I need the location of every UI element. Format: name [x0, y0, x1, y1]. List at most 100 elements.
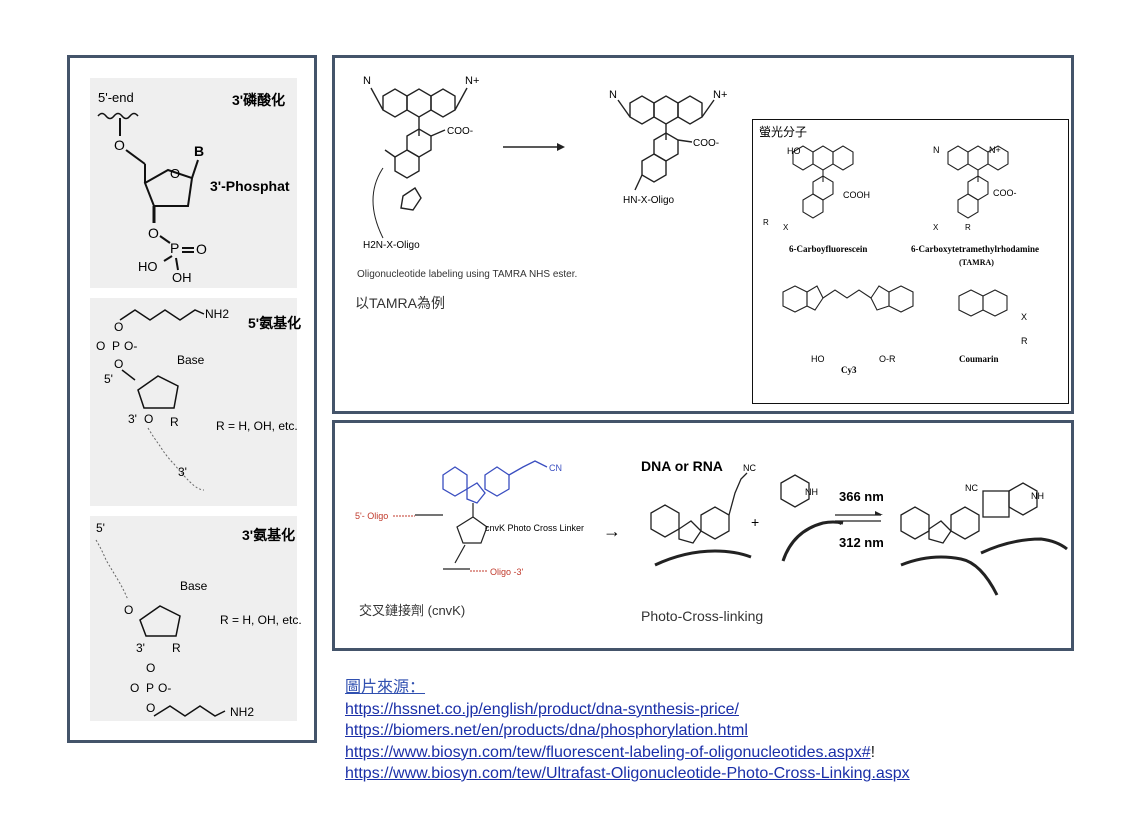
tamra-x: X — [933, 223, 939, 232]
wavelength-366: 366 nm — [839, 489, 884, 504]
cy3-or: O-R — [879, 354, 896, 364]
panel-3-amino: 5' 3'氨基化 O Base R = H, OH, etc. 3' R O O… — [90, 516, 302, 721]
panel-5-amino: NH2 5'氨基化 O O P O- O 5' Base 3' R R = H,… — [90, 298, 301, 506]
r-label: R — [172, 641, 181, 655]
reactant-n-left: N — [363, 75, 371, 87]
pos3-label: 3' — [136, 641, 145, 655]
source-link-2[interactable]: https://biomers.net/en/products/dna/phos… — [345, 722, 748, 739]
base-label: B — [194, 143, 204, 159]
reaction-caption: Oligonucleotide labeling using TAMRA NHS… — [357, 269, 577, 280]
reactant-coo: COO- — [447, 126, 473, 137]
phosphorylation-title: 3'磷酸化 — [232, 92, 285, 108]
product-nh: NH — [1031, 491, 1044, 501]
plus-sign: + — [751, 514, 759, 530]
oligo3-label: Oligo -3' — [490, 567, 524, 577]
tamra-coo: COO- — [993, 188, 1017, 198]
pos5-label: 5' — [96, 521, 105, 535]
coumarin-name: Coumarin — [959, 354, 999, 364]
o-eq: O — [130, 681, 139, 695]
o-top: O — [114, 320, 123, 334]
o-label: O — [114, 137, 125, 153]
coumarin-r: R — [1021, 336, 1028, 346]
fam-x: X — [783, 223, 789, 232]
tamra-r: R — [965, 223, 971, 232]
o3: O — [144, 412, 153, 426]
source-link-1[interactable]: https://hssnet.co.jp/english/product/dna… — [345, 700, 739, 718]
base-label: Base — [180, 579, 208, 593]
cy3-ho: HO — [811, 354, 825, 364]
phosphate-label: 3'-Phosphat — [210, 178, 290, 194]
panel-3-phosphorylation: 5'-end 3'磷酸化 O O B 3'-Phosphat O P O HO … — [90, 78, 297, 288]
tamra-name: 6-Carboxytetramethylrhodamine — [911, 244, 1039, 254]
r-definition: R = H, OH, etc. — [220, 613, 302, 627]
sources-heading: 圖片來源： — [345, 677, 426, 696]
fluorophore-box: 螢光分子 HO — [752, 119, 1069, 404]
o-minus: O- — [158, 681, 171, 695]
o5: O — [124, 603, 133, 617]
crosslink-reaction: CN 5'- Oligo Oligo -3' cnvK Photo Cross … — [355, 458, 1068, 624]
cnvk-structure — [442, 460, 548, 504]
sources-block: 圖片來源： https://hssnet.co.jp/english/produ… — [345, 676, 910, 785]
product-structure — [617, 95, 715, 191]
trailing-mark: ! — [870, 743, 876, 761]
tamra-n-plus: N+ — [989, 145, 1001, 155]
product-amide: HN-X-Oligo — [623, 195, 675, 206]
end-label: 5'-end — [98, 90, 134, 105]
end3-label: 3' — [178, 465, 187, 479]
product-n-plus: N+ — [713, 89, 727, 101]
amino5-title: 5'氨基化 — [248, 315, 301, 331]
o-bottom: O — [114, 357, 123, 371]
product-nc: NC — [965, 483, 978, 493]
product-n-left: N — [609, 89, 617, 101]
dna-rna-label: DNA or RNA — [641, 458, 723, 474]
fam-ho: HO — [787, 146, 801, 156]
fam-cooh: COOH — [843, 190, 870, 200]
tamra-panel: N N+ COO- H2N-X-Oligo N N+ COO- HN-X-Oli… — [332, 55, 1074, 414]
cnvk-cn: CN — [549, 463, 562, 473]
reactant-n-plus: N+ — [465, 75, 479, 87]
amino3-structure: 5' 3'氨基化 O Base R = H, OH, etc. 3' R O O… — [95, 521, 302, 719]
amino5-structure: NH2 5'氨基化 O O P O- O 5' Base 3' R R = H,… — [96, 307, 301, 491]
o-bottom: O — [146, 701, 155, 715]
phosphate-structure: 5'-end 3'磷酸化 O O B 3'-Phosphat O P O HO … — [97, 90, 290, 285]
linker-label: cnvK Photo Cross Linker — [485, 523, 584, 533]
reaction-arrow: → — [603, 521, 621, 541]
nh2-label: NH2 — [205, 307, 229, 321]
product-coo: COO- — [693, 138, 719, 149]
p-label: P — [170, 240, 179, 256]
left-panel: 5'-end 3'磷酸化 O O B 3'-Phosphat O P O HO … — [67, 55, 317, 743]
pos5-label: 5' — [104, 372, 113, 386]
fluorophore-title: 螢光分子 — [759, 125, 807, 139]
r-label: R — [170, 415, 179, 429]
o-minus: O- — [124, 339, 137, 353]
p-double-o: O — [196, 241, 207, 257]
oh-label: OH — [172, 270, 192, 285]
oligo5-label: 5'- Oligo — [355, 511, 388, 521]
o3-label: O — [148, 225, 159, 241]
cnvk-reagent-name: 交叉鏈接劑 (cnvK) — [359, 603, 465, 618]
thymine-nh: NH — [805, 487, 818, 497]
fluorophore-structures: 螢光分子 HO — [759, 125, 1039, 375]
tamra-example-label: 以TAMRA為例 — [355, 295, 445, 311]
fam-r: R — [763, 218, 769, 227]
fam-name: 6-Carboyfluorescein — [789, 244, 867, 254]
o-eq: O — [96, 339, 105, 353]
base-label: Base — [177, 353, 205, 367]
r-definition: R = H, OH, etc. — [216, 419, 298, 433]
ring-o: O — [170, 166, 180, 181]
crosslink-panel: CN 5'- Oligo Oligo -3' cnvK Photo Cross … — [332, 420, 1074, 651]
coumarin-x: X — [1021, 312, 1027, 322]
oligo-amine: H2N-X-Oligo — [363, 240, 420, 251]
source-link-3[interactable]: https://www.biosyn.com/tew/fluorescent-l… — [345, 743, 871, 761]
pos3-label: 3' — [128, 412, 137, 426]
amino3-title: 3'氨基化 — [242, 527, 295, 543]
dna-nc: NC — [743, 463, 756, 473]
reactant-structure — [370, 87, 468, 211]
source-link-4[interactable]: https://www.biosyn.com/tew/Ultrafast-Oli… — [345, 765, 910, 782]
wavelength-312: 312 nm — [839, 535, 884, 550]
tamra-abbr: (TAMRA) — [959, 258, 994, 267]
process-label: Photo-Cross-linking — [641, 608, 763, 624]
p-label: P — [146, 681, 154, 695]
nh2-label: NH2 — [230, 705, 254, 719]
cy3-name: Cy3 — [841, 365, 857, 375]
